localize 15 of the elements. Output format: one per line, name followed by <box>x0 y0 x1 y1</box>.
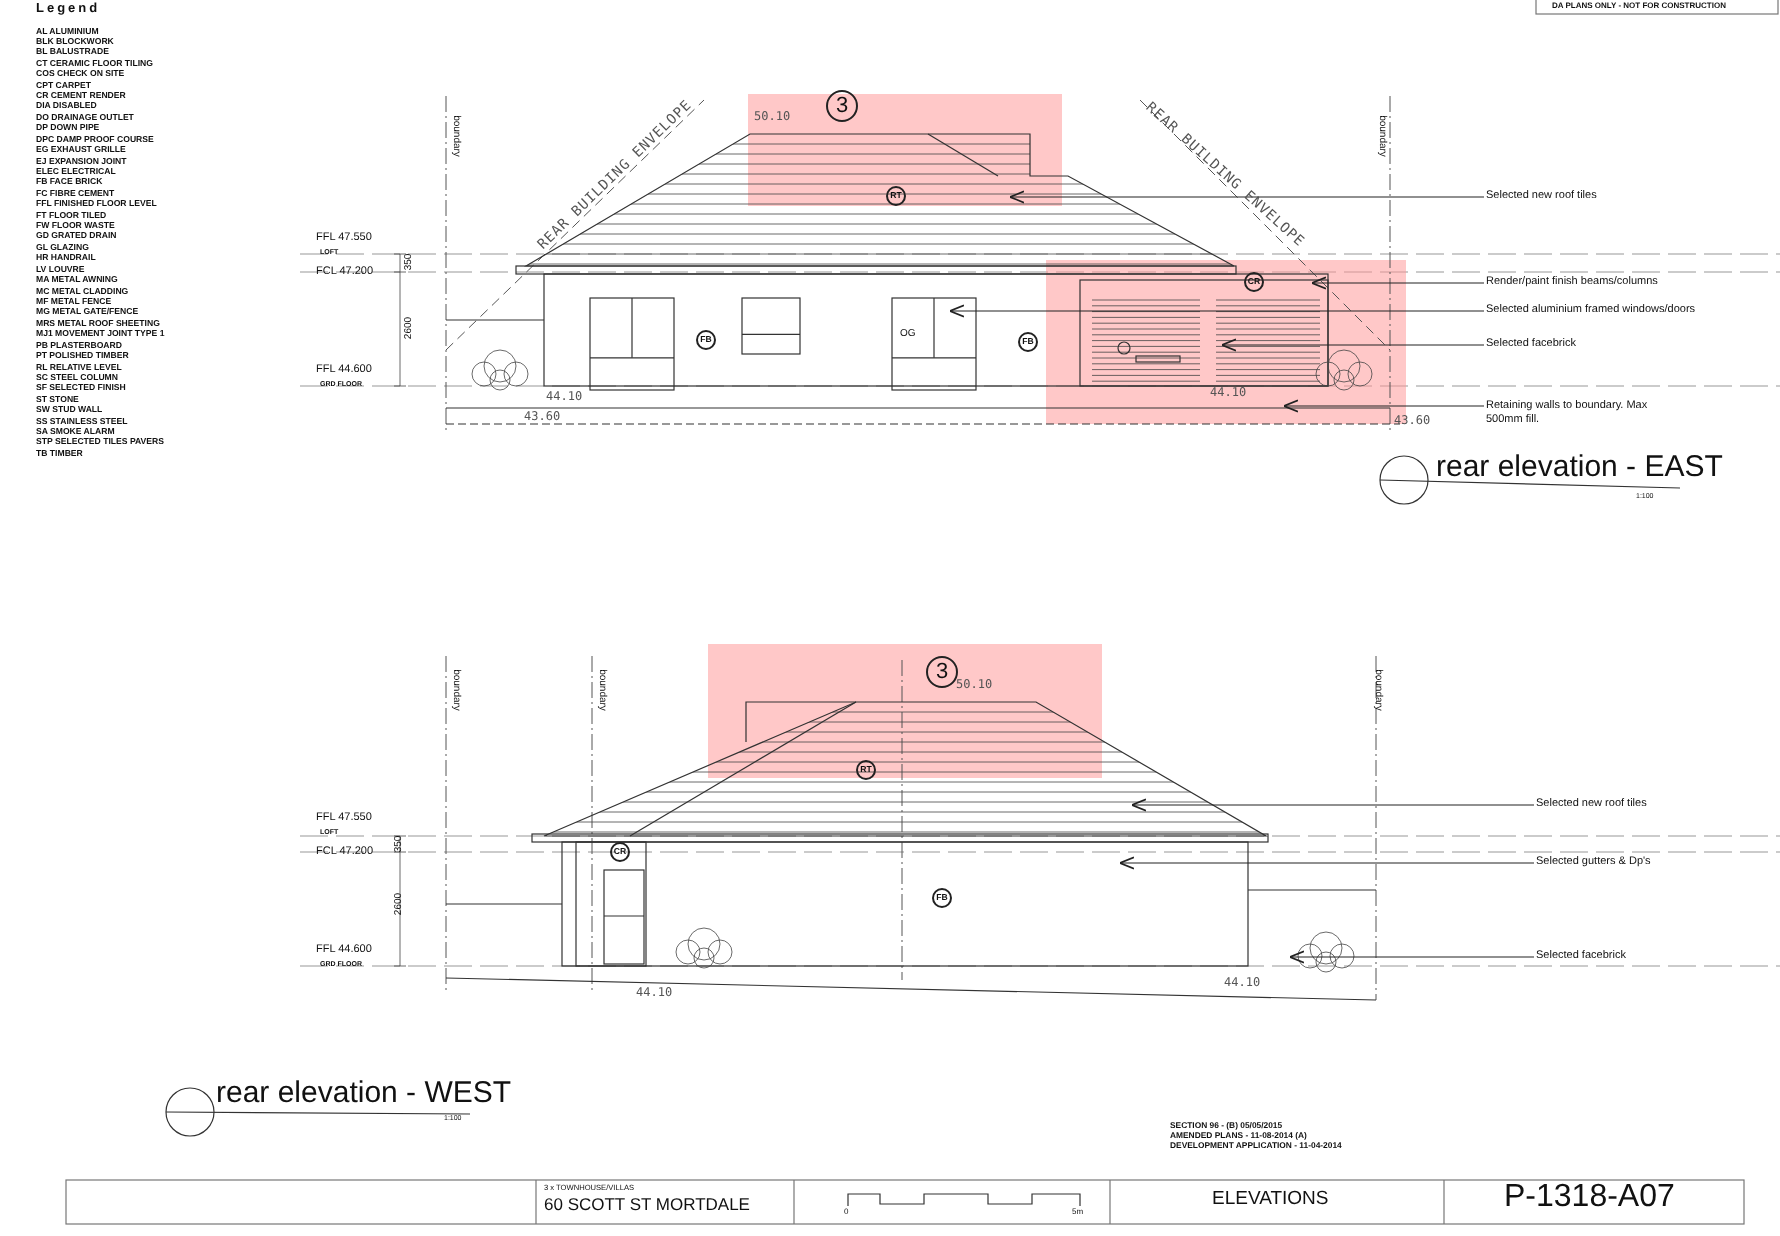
leader-line <box>1119 856 1535 870</box>
leader-line <box>949 304 1485 318</box>
leader-line <box>1131 798 1535 812</box>
view-title: rear elevation - WEST <box>216 1078 512 1111</box>
leader-line <box>1289 950 1535 964</box>
view-title: rear elevation - EAST <box>1436 452 1723 485</box>
leader-line <box>1009 190 1485 204</box>
leader-line <box>1311 276 1485 290</box>
drawing-number: P-1318-A07 <box>1504 1180 1675 1216</box>
sheet-title: ELEVATIONS <box>1212 1190 1329 1211</box>
leader-line <box>1221 338 1485 352</box>
callout-number: 3 <box>826 90 858 122</box>
leader-line <box>1283 399 1485 413</box>
callout-number: 3 <box>926 656 958 688</box>
project-address: 60 SCOTT ST MORTDALE <box>544 1196 750 1215</box>
